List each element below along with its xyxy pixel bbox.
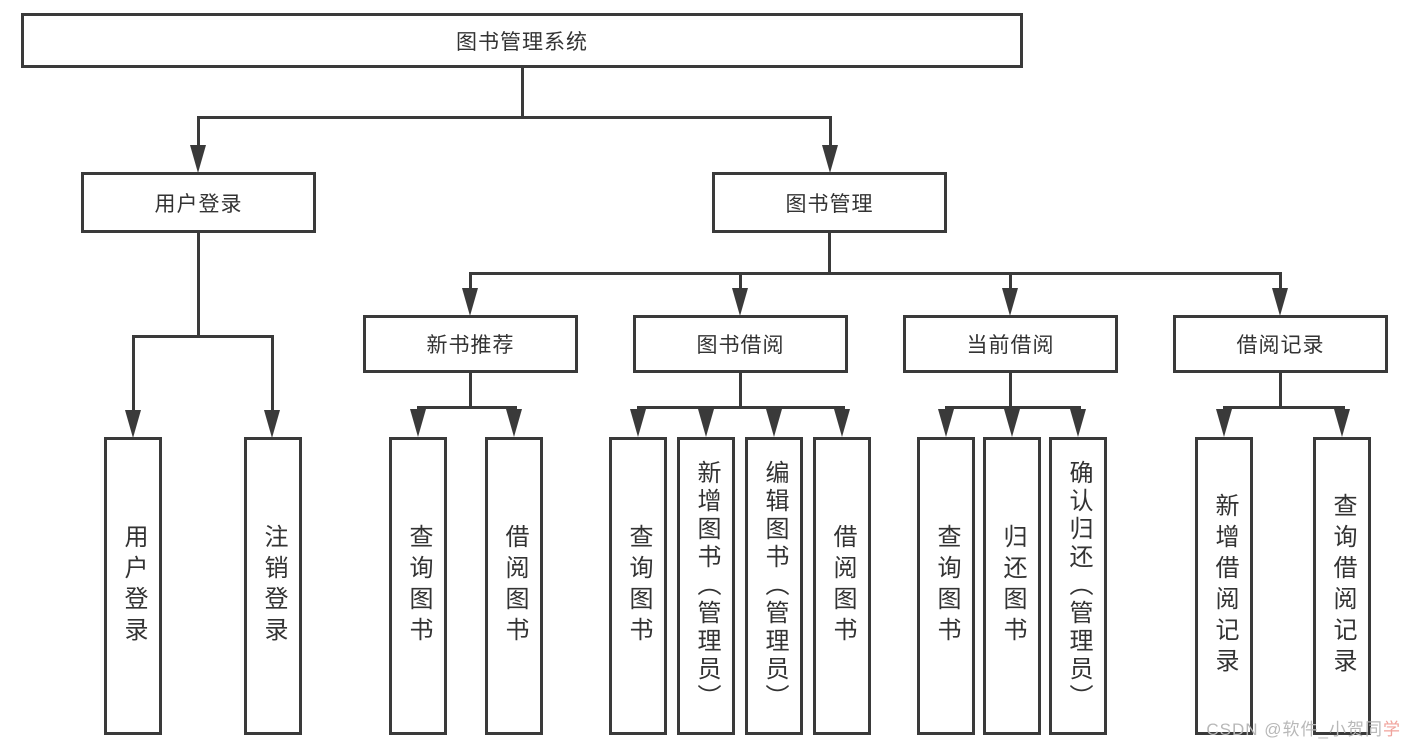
node-user-login: 用户登录: [81, 172, 316, 233]
arrow-down-icon: [1272, 288, 1288, 316]
node-current-borrow: 当前借阅: [903, 315, 1118, 373]
arrow-down-icon: [1216, 409, 1232, 437]
arrow-down-icon: [1070, 409, 1086, 437]
arrow-down-icon: [462, 288, 478, 316]
leaf-confirm-return-admin: 确认归还（管理员）: [1049, 437, 1107, 735]
connector-line: [945, 406, 1081, 409]
connector-line: [197, 116, 832, 119]
connector-line: [1279, 272, 1282, 290]
leaf-edit-books-admin: 编辑图书（管理员）: [745, 437, 803, 735]
node-book-borrow: 图书借阅: [633, 315, 848, 373]
leaf-add-books-admin: 新增图书（管理员）: [677, 437, 735, 735]
arrow-down-icon: [698, 409, 714, 437]
leaf-user-login: 用户登录: [104, 437, 162, 735]
arrow-down-icon: [766, 409, 782, 437]
leaf-return-books: 归还图书: [983, 437, 1041, 735]
arrow-down-icon: [264, 410, 280, 438]
leaf-add-borrow-record: 新增借阅记录: [1195, 437, 1253, 735]
connector-line: [271, 335, 274, 413]
watermark-text-accent: 学: [1383, 720, 1401, 739]
connector-line: [132, 335, 135, 413]
arrow-down-icon: [1334, 409, 1350, 437]
connector-line: [739, 272, 742, 290]
connector-line: [829, 116, 832, 148]
arrow-down-icon: [732, 288, 748, 316]
arrow-down-icon: [506, 409, 522, 437]
connector-line: [197, 116, 200, 148]
connector-line: [1009, 272, 1012, 290]
connector-line: [417, 406, 517, 409]
arrow-down-icon: [410, 409, 426, 437]
arrow-down-icon: [1002, 288, 1018, 316]
leaf-query-books-recommend: 查询图书: [389, 437, 447, 735]
watermark-text: CSDN @软件_小贺同: [1206, 720, 1383, 739]
node-root-system: 图书管理系统: [21, 13, 1023, 68]
connector-line: [1223, 406, 1345, 409]
leaf-query-books-borrow: 查询图书: [609, 437, 667, 735]
connector-line: [521, 68, 524, 119]
node-book-management: 图书管理: [712, 172, 947, 233]
connector-line: [132, 335, 274, 338]
arrow-down-icon: [125, 410, 141, 438]
leaf-query-books-current: 查询图书: [917, 437, 975, 735]
arrow-down-icon: [630, 409, 646, 437]
leaf-borrow-books-recommend: 借阅图书: [485, 437, 543, 735]
arrow-down-icon: [938, 409, 954, 437]
leaf-borrow-books-borrow: 借阅图书: [813, 437, 871, 735]
connector-line: [637, 406, 845, 409]
arrow-down-icon: [1004, 409, 1020, 437]
node-borrow-records: 借阅记录: [1173, 315, 1388, 373]
leaf-logout: 注销登录: [244, 437, 302, 735]
connector-line: [469, 373, 472, 409]
connector-line: [197, 233, 200, 338]
connector-line: [739, 373, 742, 409]
arrow-down-icon: [834, 409, 850, 437]
connector-line: [1279, 373, 1282, 409]
connector-line: [469, 272, 472, 290]
leaf-query-borrow-record: 查询借阅记录: [1313, 437, 1371, 735]
connector-line: [828, 233, 831, 275]
node-new-book-recommend: 新书推荐: [363, 315, 578, 373]
watermark: CSDN @软件_小贺同学: [1206, 715, 1401, 740]
connector-line: [1009, 373, 1012, 409]
arrow-down-icon: [190, 145, 206, 173]
connector-line: [469, 272, 1282, 275]
arrow-down-icon: [822, 145, 838, 173]
